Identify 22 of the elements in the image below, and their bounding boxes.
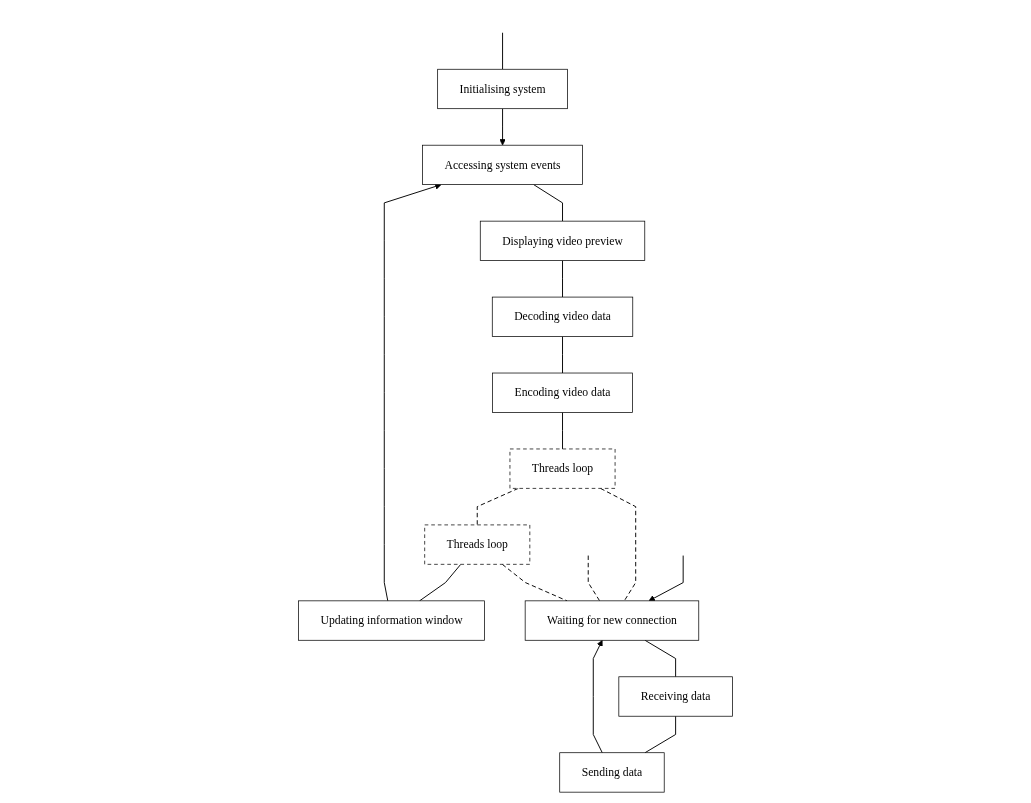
connector: [419, 563, 462, 602]
node-box: Updating information window: [298, 600, 485, 641]
node-box: Waiting for new connection: [524, 600, 700, 641]
node-box: Threads loop: [509, 448, 616, 489]
node-box: Initialising system: [437, 68, 568, 110]
node-box: Decoding video data: [491, 296, 634, 337]
node-box: Displaying video preview: [479, 220, 646, 261]
connector: [562, 336, 563, 374]
node-box: Receiving data: [618, 676, 733, 717]
connector: [476, 487, 519, 526]
node-box: Sending data: [559, 752, 665, 793]
connector: [587, 555, 601, 602]
connector: [644, 715, 677, 754]
connector: [502, 32, 504, 70]
connector: [562, 260, 563, 298]
node-box: Threads loop: [424, 524, 531, 565]
connector: [562, 411, 563, 450]
node-box: Accessing system events: [422, 144, 583, 185]
connector: [600, 487, 637, 602]
node-box: Encoding video data: [492, 372, 633, 413]
connector: [533, 184, 563, 222]
connector: [644, 639, 677, 678]
